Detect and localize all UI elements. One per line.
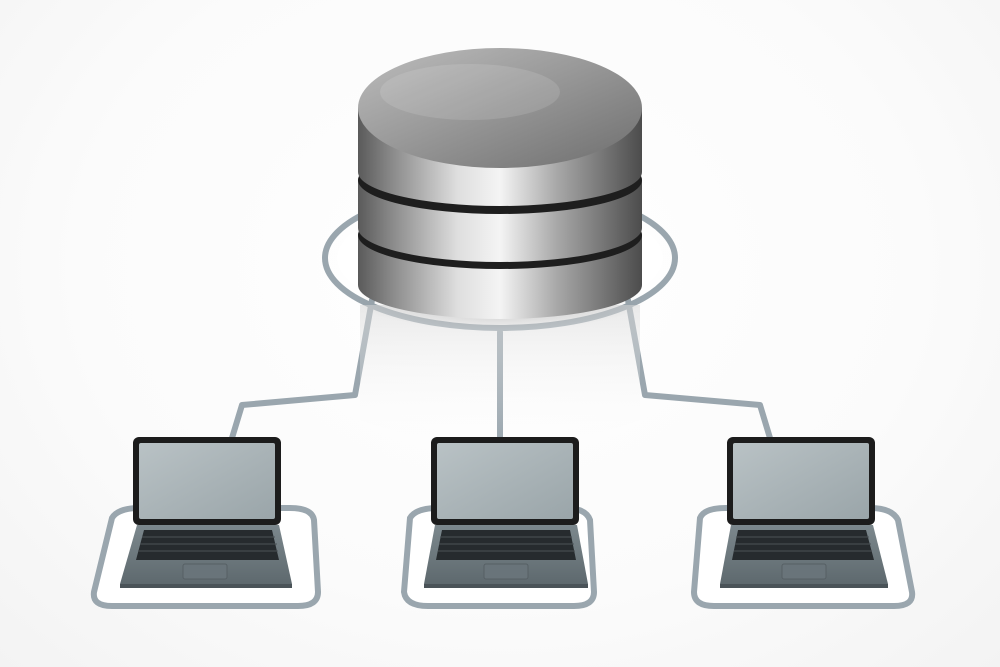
laptop-left — [90, 437, 322, 609]
database-icon — [355, 48, 645, 330]
connector-right — [625, 297, 773, 441]
laptop-icon — [424, 437, 588, 588]
laptop-icon — [720, 437, 888, 588]
laptop-icon — [120, 437, 292, 588]
laptop-center — [400, 437, 598, 609]
laptop-right — [690, 437, 916, 609]
connector-left — [229, 297, 375, 441]
database-reflection — [360, 305, 640, 445]
